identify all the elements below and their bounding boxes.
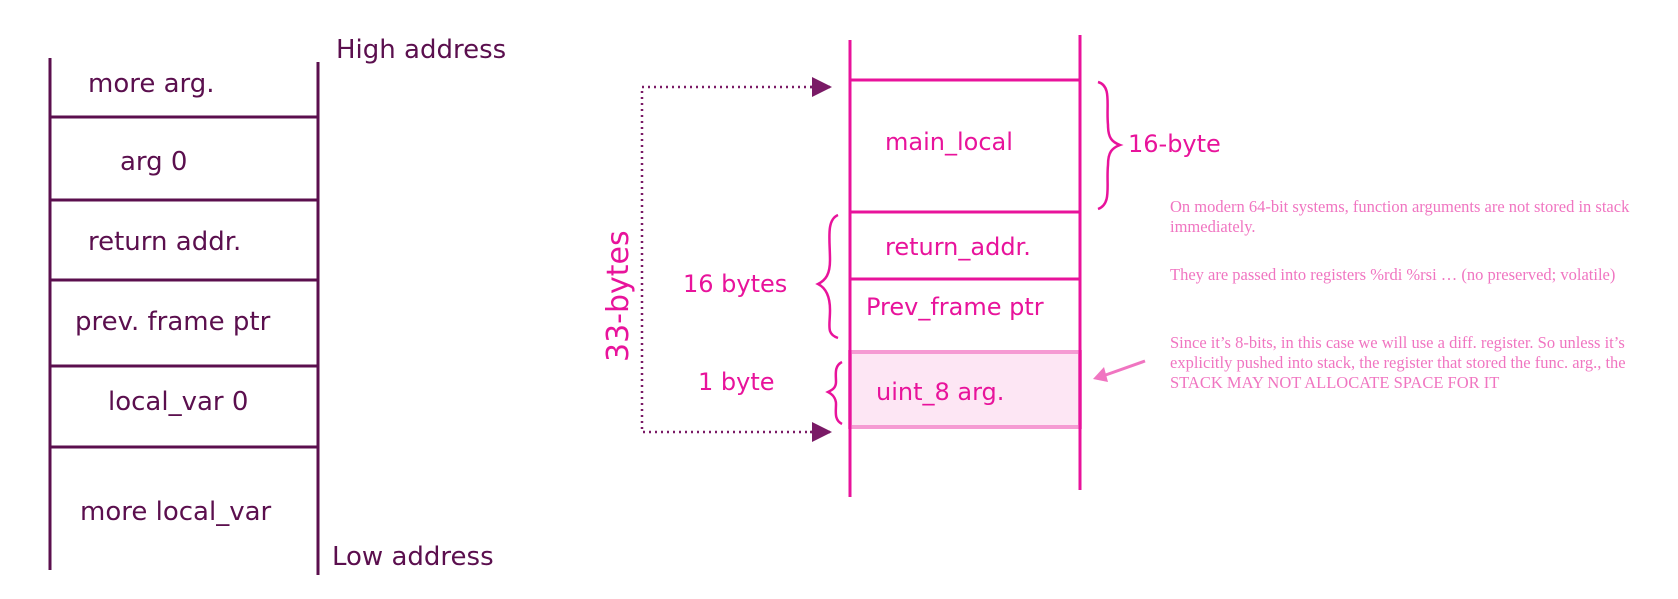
right-cell-label: uint_8 arg. (876, 378, 1004, 406)
right-stack (848, 35, 1082, 497)
total-range-line (640, 85, 830, 434)
label-1-byte: 1 byte (698, 368, 775, 396)
left-cell-label: return addr. (88, 227, 241, 257)
brace-16-byte (1097, 80, 1124, 211)
brace-16-bytes (815, 213, 839, 340)
label-16-byte: 16-byte (1128, 130, 1221, 158)
note-pointer-arrow (1099, 359, 1146, 379)
label-16-bytes: 16 bytes (683, 270, 787, 298)
right-cell-label: return_addr. (885, 233, 1031, 261)
left-cell-label: prev. frame ptr (75, 307, 271, 337)
high-address-label: High address (336, 35, 506, 65)
left-cell-label: more local_var (80, 497, 272, 527)
left-stack (48, 58, 320, 575)
left-cell-label: arg 0 (120, 147, 187, 177)
note-stack-allocation: Since it’s 8-bits, in this case we will … (1170, 333, 1626, 392)
note-registers: They are passed into registers %rdi %rsi… (1170, 265, 1616, 284)
left-cell-label: more arg. (88, 69, 215, 99)
low-address-label: Low address (332, 542, 494, 572)
note-stack-arguments: On modern 64-bit systems, function argum… (1170, 197, 1630, 236)
right-cell-label: Prev_frame ptr (866, 293, 1044, 321)
total-size-label: 33-bytes (601, 230, 636, 362)
left-cell-label: local_var 0 (108, 387, 248, 417)
right-cell-label: main_local (885, 128, 1013, 156)
note-pointer-arrowhead-icon (1093, 367, 1108, 382)
brace-1-byte (825, 360, 843, 426)
